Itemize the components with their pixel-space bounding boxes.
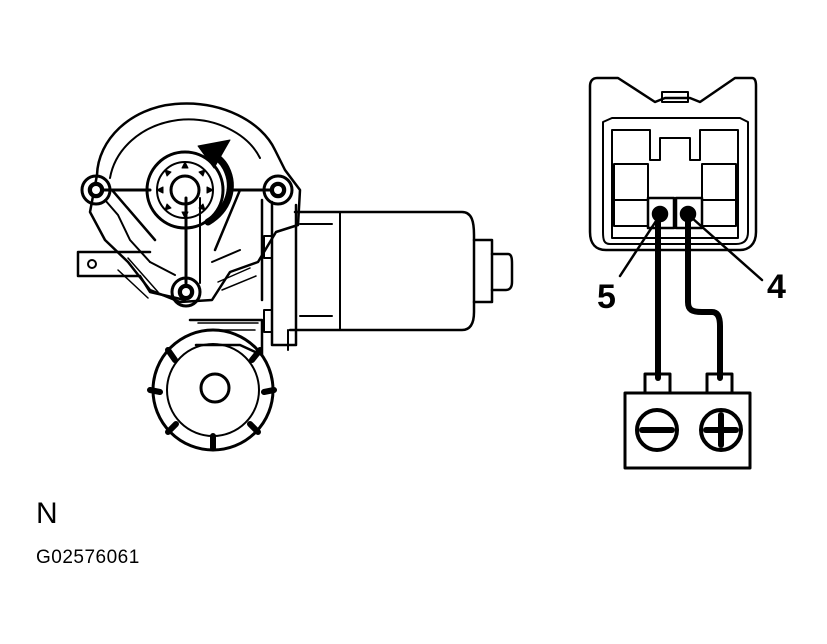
output-gear bbox=[147, 152, 223, 228]
bolt-bosses bbox=[82, 176, 292, 306]
minus-symbol bbox=[637, 410, 677, 450]
battery bbox=[625, 374, 750, 468]
plus-symbol bbox=[701, 410, 741, 450]
positive-terminal bbox=[707, 374, 732, 393]
connector bbox=[590, 78, 756, 250]
positive-lead bbox=[688, 220, 720, 378]
view-letter: N bbox=[36, 497, 58, 530]
pin-4-label: 4 bbox=[767, 268, 786, 306]
connector-housing bbox=[590, 78, 756, 250]
drum-gear bbox=[150, 330, 274, 450]
negative-terminal bbox=[645, 374, 670, 393]
leader-lines bbox=[620, 218, 762, 280]
window-motor bbox=[78, 104, 512, 450]
lower-housing bbox=[190, 320, 262, 355]
test-leads bbox=[658, 220, 720, 378]
figure-code: G02576061 bbox=[36, 547, 140, 568]
motor-body bbox=[290, 212, 474, 330]
battery-case bbox=[625, 393, 750, 468]
pin-5-label: 5 bbox=[597, 278, 616, 316]
mounting-flange bbox=[78, 252, 185, 300]
gear-housing bbox=[90, 104, 300, 302]
